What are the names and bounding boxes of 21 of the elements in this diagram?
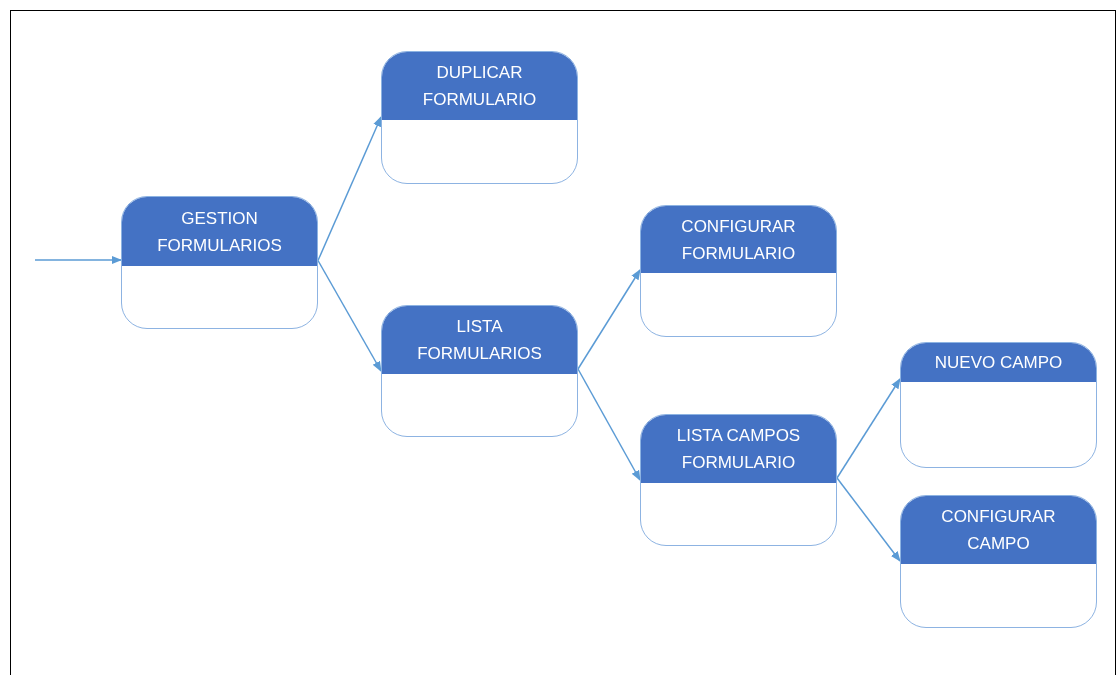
arrow (577, 269, 641, 370)
card-title: CONFIGURAR FORMULARIO (680, 215, 797, 265)
arrow (836, 477, 901, 562)
process-card (900, 342, 1097, 468)
process-card (121, 196, 318, 329)
card-title: LISTA CAMPOS FORMULARIO (675, 425, 802, 474)
arrow (34, 255, 123, 265)
arrow (836, 378, 901, 479)
process-card (900, 495, 1097, 628)
process-card (381, 305, 578, 437)
card-title: GESTION FORMULARIOS (156, 207, 283, 257)
process-card (640, 414, 837, 546)
arrow (317, 259, 382, 372)
card-title: CONFIGURAR CAMPO (940, 506, 1057, 555)
process-card (381, 51, 578, 184)
card-title: LISTA FORMULARIOS (416, 316, 543, 365)
process-card (640, 205, 837, 337)
card-title: NUEVO CAMPO (933, 352, 1064, 374)
arrow (317, 116, 382, 262)
card-title: DUPLICAR FORMULARIO (421, 62, 538, 111)
arrow (577, 368, 641, 481)
